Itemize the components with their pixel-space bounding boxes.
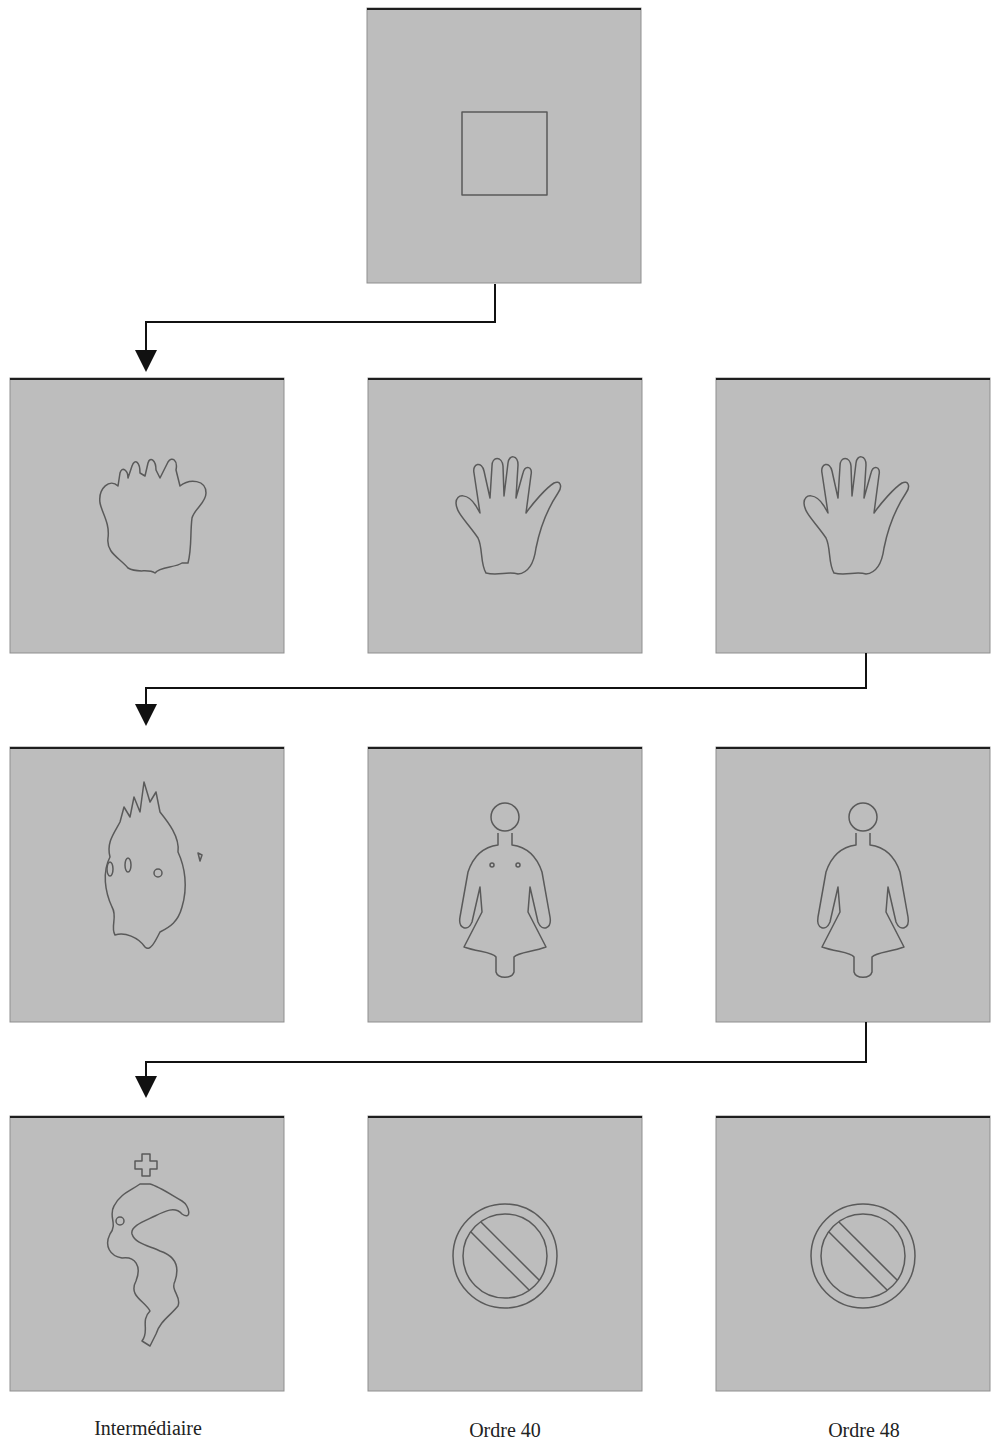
flow-arrow bbox=[146, 284, 866, 1078]
panel bbox=[716, 747, 990, 1022]
panel bbox=[367, 8, 641, 283]
panel bbox=[10, 1116, 284, 1391]
panel bbox=[10, 378, 284, 653]
panel bbox=[368, 747, 642, 1022]
panel bbox=[10, 747, 284, 1022]
hand-shape bbox=[804, 457, 909, 574]
panel bbox=[716, 1116, 990, 1391]
head-shape bbox=[849, 803, 877, 831]
hand-shape bbox=[456, 457, 561, 574]
square-shape bbox=[462, 112, 547, 195]
cross-shape bbox=[135, 1154, 157, 1176]
woman-shape bbox=[818, 833, 909, 977]
panel bbox=[368, 378, 642, 653]
panel bbox=[368, 1116, 642, 1391]
column-label: Ordre 40 bbox=[469, 1418, 541, 1442]
head-shape bbox=[491, 803, 519, 831]
blob-shape bbox=[108, 1184, 189, 1346]
panel bbox=[716, 378, 990, 653]
blob-shape bbox=[100, 459, 206, 573]
no-sign-shape bbox=[453, 1204, 557, 1308]
arrowhead bbox=[135, 350, 157, 1098]
no-sign-shape bbox=[811, 1204, 915, 1308]
woman-shape bbox=[460, 833, 551, 977]
column-label: Intermédiaire bbox=[94, 1416, 202, 1440]
column-label: Ordre 48 bbox=[828, 1418, 900, 1442]
blob-shape bbox=[105, 782, 185, 948]
